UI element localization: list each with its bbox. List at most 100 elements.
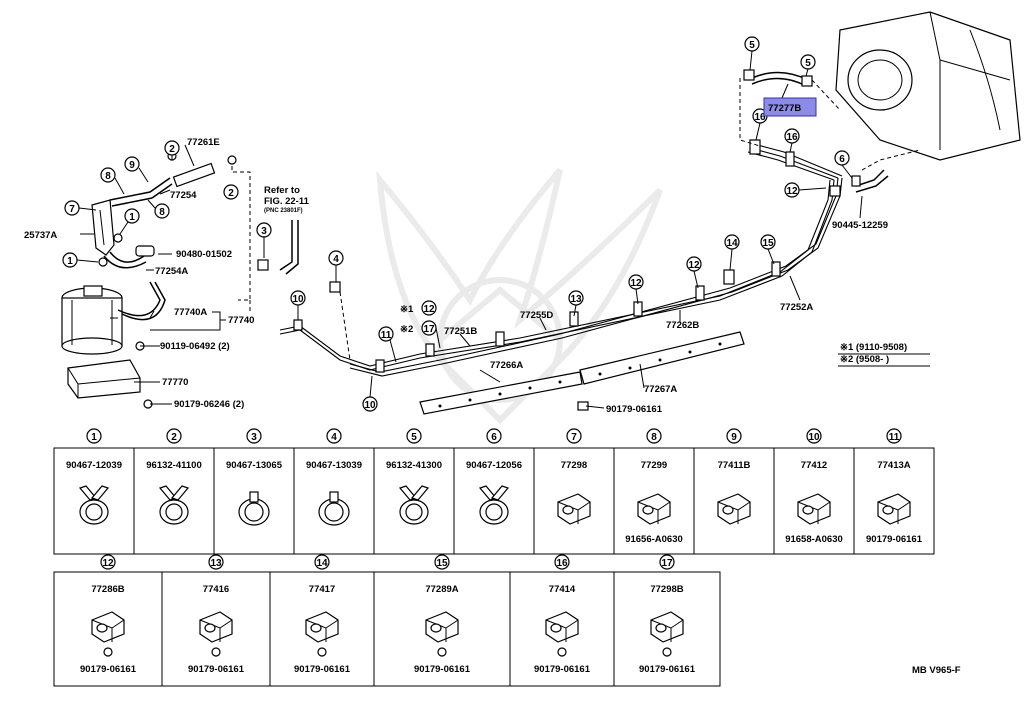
callout-12a: 12 (421, 300, 437, 316)
parts-table-row1: 190467-12039296132-41100390467-130654904… (53, 428, 935, 555)
callout-5b: 5 (800, 54, 816, 70)
cell-part-number: 77289A (425, 584, 458, 595)
watermark-logo (376, 168, 663, 425)
callout-10a: 10 (290, 290, 306, 306)
cell-number: 15 (436, 558, 448, 569)
cell-number: 8 (651, 432, 657, 443)
cell-number: 7 (571, 432, 577, 443)
cell-sub-part: 90179-06161 (80, 664, 137, 675)
svg-text:12: 12 (423, 304, 435, 315)
cell-callout (486, 428, 502, 444)
cell-part-number: 77298B (650, 584, 683, 595)
label-90480: 90480-01502 (176, 249, 232, 260)
callout-13: 13 (568, 290, 584, 306)
callout-4: 4 (328, 250, 344, 266)
svg-text:2: 2 (169, 144, 175, 155)
cell-callout (208, 554, 224, 570)
cell-sub-part: 90179-06161 (414, 664, 471, 675)
cell-callout (314, 554, 330, 570)
svg-text:10: 10 (364, 400, 376, 411)
svg-text:16: 16 (786, 132, 798, 143)
svg-text:11: 11 (381, 330, 392, 341)
svg-text:17: 17 (423, 324, 435, 335)
cell-sub-part: 90179-06161 (534, 664, 591, 675)
label-77740: 77740 (228, 315, 254, 326)
cell-callout (726, 428, 742, 444)
cell-callout (566, 428, 582, 444)
cell-part-number: 77414 (549, 584, 576, 595)
svg-text:5: 5 (749, 40, 755, 51)
legend-1: ※1 (9110-9508) (840, 342, 907, 353)
diagram-labels: 77261E 77254 25737A 90480-01502 77254A 7… (24, 97, 961, 676)
cell-sub-part: 90179-06161 (188, 664, 245, 675)
callout-16b: 16 (784, 128, 800, 144)
diagram-callouts: 2 2 9 8 8 7 1 1 3 4 10 10 11 12 17 13 12… (62, 36, 850, 412)
cell-sub-part: 90179-06161 (866, 534, 923, 545)
svg-text:12: 12 (630, 278, 642, 289)
svg-text:1: 1 (129, 212, 135, 223)
callout-12b: 12 (628, 274, 644, 290)
callout-11: 11 (378, 326, 394, 342)
cell-number: 11 (889, 432, 900, 443)
cell-sub-part: 90179-06161 (294, 664, 351, 675)
cell-part-number: 77299 (641, 460, 667, 471)
cell-callout (326, 428, 342, 444)
label-77267A: 77267A (644, 384, 677, 395)
svg-text:8: 8 (105, 171, 111, 182)
cell-part-number: 90467-13065 (226, 460, 283, 471)
callout-2b: 2 (223, 184, 239, 200)
callout-5a: 5 (744, 36, 760, 52)
callout-6: 6 (834, 150, 850, 166)
label-77266A: 77266A (490, 360, 523, 371)
svg-text:14: 14 (726, 238, 738, 249)
cell-callout (86, 428, 102, 444)
label-90119: 90119-06492 (2) (160, 341, 230, 352)
callout-1b: 1 (62, 252, 78, 268)
label-note1: ※1 (400, 304, 414, 315)
svg-text:4: 4 (333, 254, 339, 265)
svg-text:3: 3 (261, 226, 267, 237)
label-77254: 77254 (170, 190, 197, 201)
leader-lines (76, 50, 930, 409)
cell-part-number: 77417 (309, 584, 335, 595)
callout-2a: 2 (164, 140, 180, 156)
label-note2: ※2 (400, 324, 413, 335)
svg-text:13: 13 (570, 294, 582, 305)
svg-text:6: 6 (839, 154, 845, 165)
canister-assembly (61, 151, 251, 409)
cell-callout (434, 554, 450, 570)
cell-part-number: 77286B (91, 584, 124, 595)
fuel-pipe-assembly (257, 139, 843, 377)
callout-7: 7 (64, 200, 80, 216)
diagram-code: MB V965-F (912, 665, 961, 676)
label-77740A: 77740A (174, 307, 207, 318)
callout-14: 14 (724, 234, 740, 250)
svg-text:9: 9 (129, 160, 135, 171)
callout-3: 3 (256, 222, 272, 238)
callout-15: 15 (760, 234, 776, 250)
cell-number: 17 (661, 558, 673, 569)
cell-callout (659, 554, 675, 570)
svg-text:12: 12 (786, 186, 798, 197)
label-90179-06246: 90179-06246 (2) (174, 399, 244, 410)
cell-part-number: 90467-12056 (466, 460, 522, 471)
cell-number: 13 (210, 558, 222, 569)
callout-12c: 12 (686, 256, 702, 272)
cell-number: 9 (731, 432, 737, 443)
callout-10b: 10 (362, 396, 378, 412)
svg-text:8: 8 (159, 207, 165, 218)
cell-callout (886, 428, 902, 444)
svg-text:7: 7 (69, 204, 75, 215)
cell-part-number: 90467-13039 (306, 460, 362, 471)
